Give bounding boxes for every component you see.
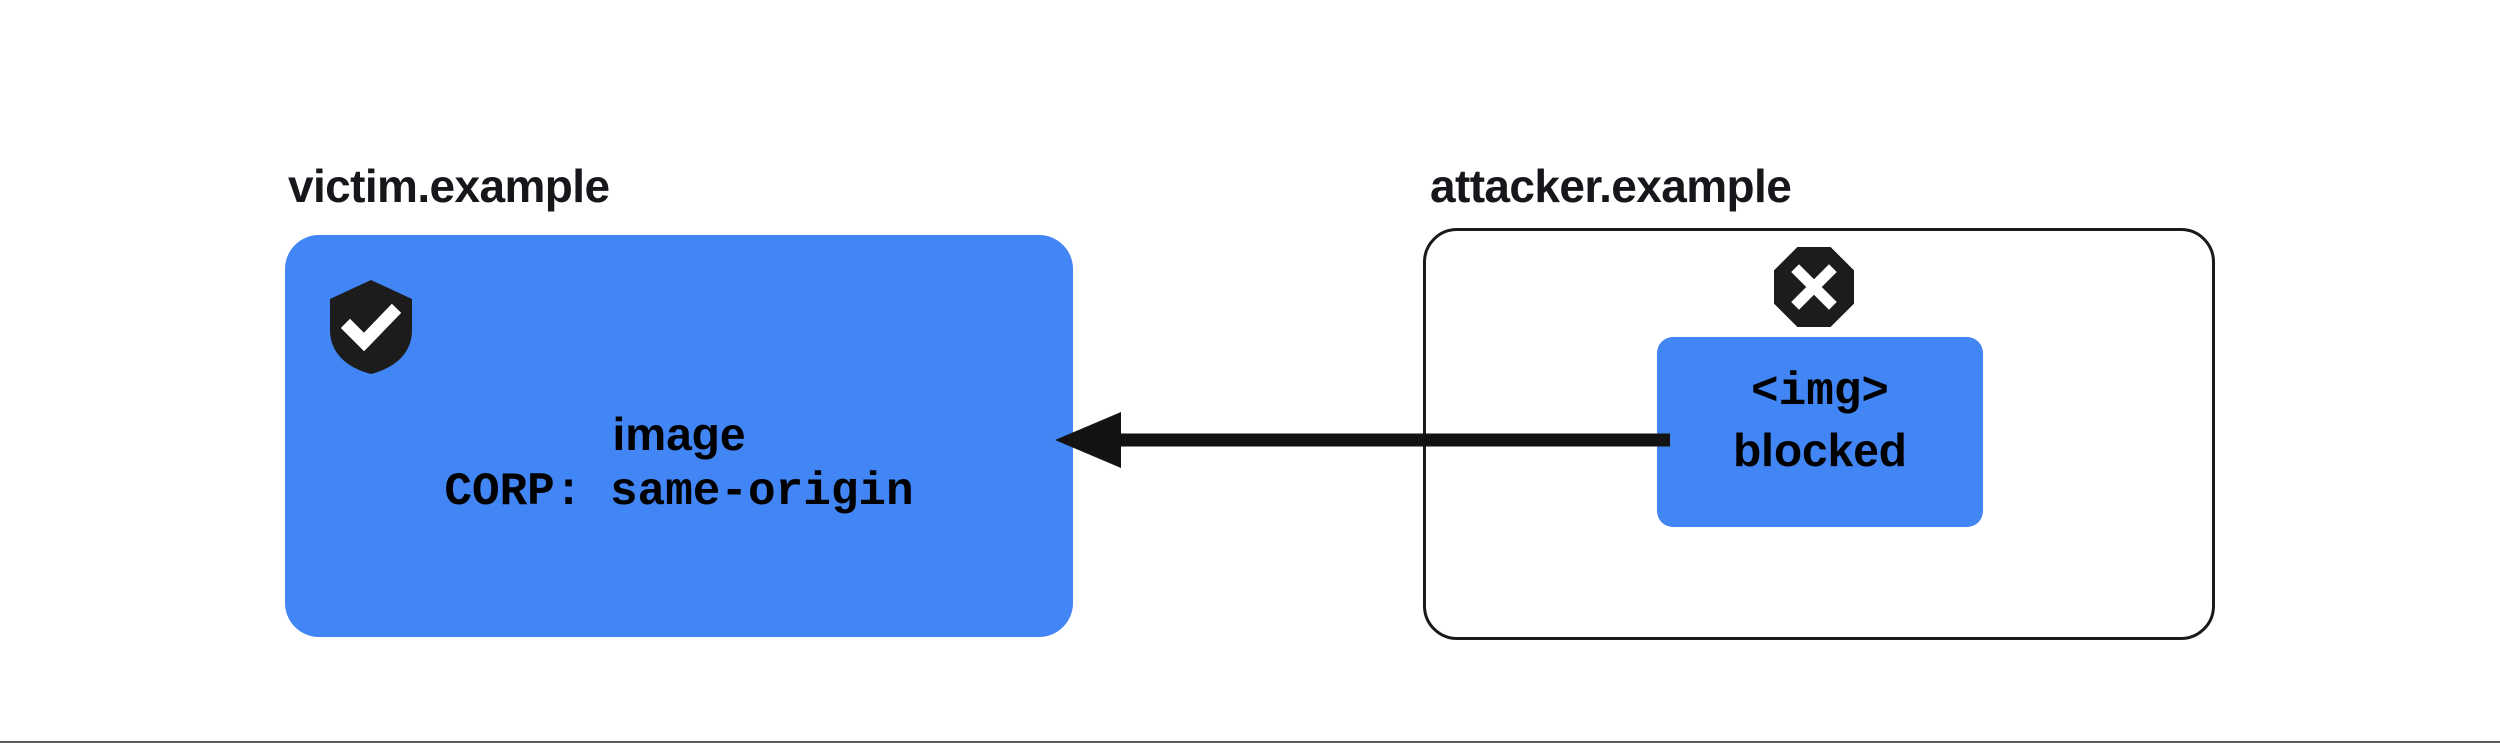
blocked-element-status: blocked [1733,424,1907,476]
blocked-request-arrow [1055,412,1670,468]
bottom-divider [0,741,2500,743]
octagon-x-icon [1774,247,1854,327]
blocked-element-tag: <img> [1750,366,1890,418]
victim-resource-text: image CORP: same-origin [285,405,1073,521]
attacker-origin-label: attacker.example [1430,160,1792,212]
victim-resource-box: image CORP: same-origin [285,235,1073,637]
victim-origin-label: victim.example [288,160,610,212]
victim-resource-kind: image [612,408,746,460]
blocked-image-text: <img> blocked [1657,363,1983,479]
victim-corp-header: CORP: same-origin [444,466,914,518]
shield-check-icon [330,280,412,374]
blocked-image-box: <img> blocked [1657,337,1983,527]
